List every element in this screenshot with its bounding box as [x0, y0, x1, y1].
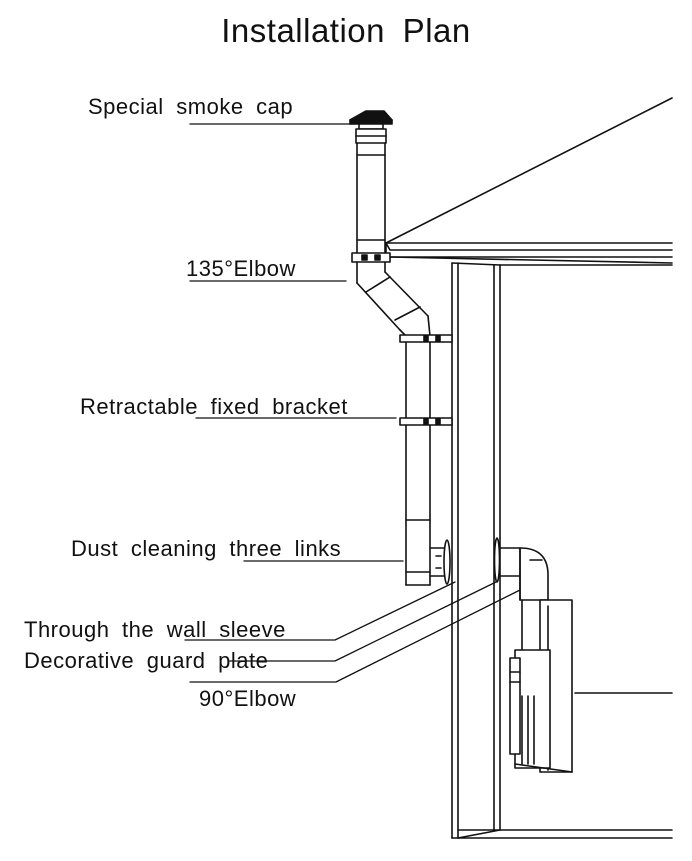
elbow-135 — [356, 261, 431, 337]
label-dust-links: Dust cleaning three links — [71, 536, 342, 561]
lower-pipe — [405, 335, 431, 586]
label-wall-sleeve: Through the wall sleeve — [24, 617, 286, 642]
leader-wall-sleeve — [184, 581, 456, 641]
label-elbow-135: 135°Elbow — [186, 256, 296, 281]
leader-guard-plate — [229, 581, 497, 662]
bracket-lower — [399, 417, 453, 426]
stove — [509, 599, 573, 773]
bracket-upper — [399, 334, 453, 343]
upper-pipe — [351, 142, 391, 263]
smoke-cap — [349, 110, 393, 144]
leader-lines — [184, 123, 521, 683]
leader-elbow-90 — [189, 589, 521, 683]
label-smoke-cap: Special smoke cap — [88, 94, 294, 119]
roof — [385, 97, 673, 264]
house-wall — [451, 262, 673, 839]
diagram-title: Installation Plan — [221, 12, 471, 49]
label-bracket: Retractable fixed bracket — [80, 394, 348, 419]
dust-cleaning-tee — [429, 539, 451, 585]
label-guard-plate: Decorative guard plate — [24, 648, 269, 673]
label-elbow-90: 90°Elbow — [199, 686, 297, 711]
